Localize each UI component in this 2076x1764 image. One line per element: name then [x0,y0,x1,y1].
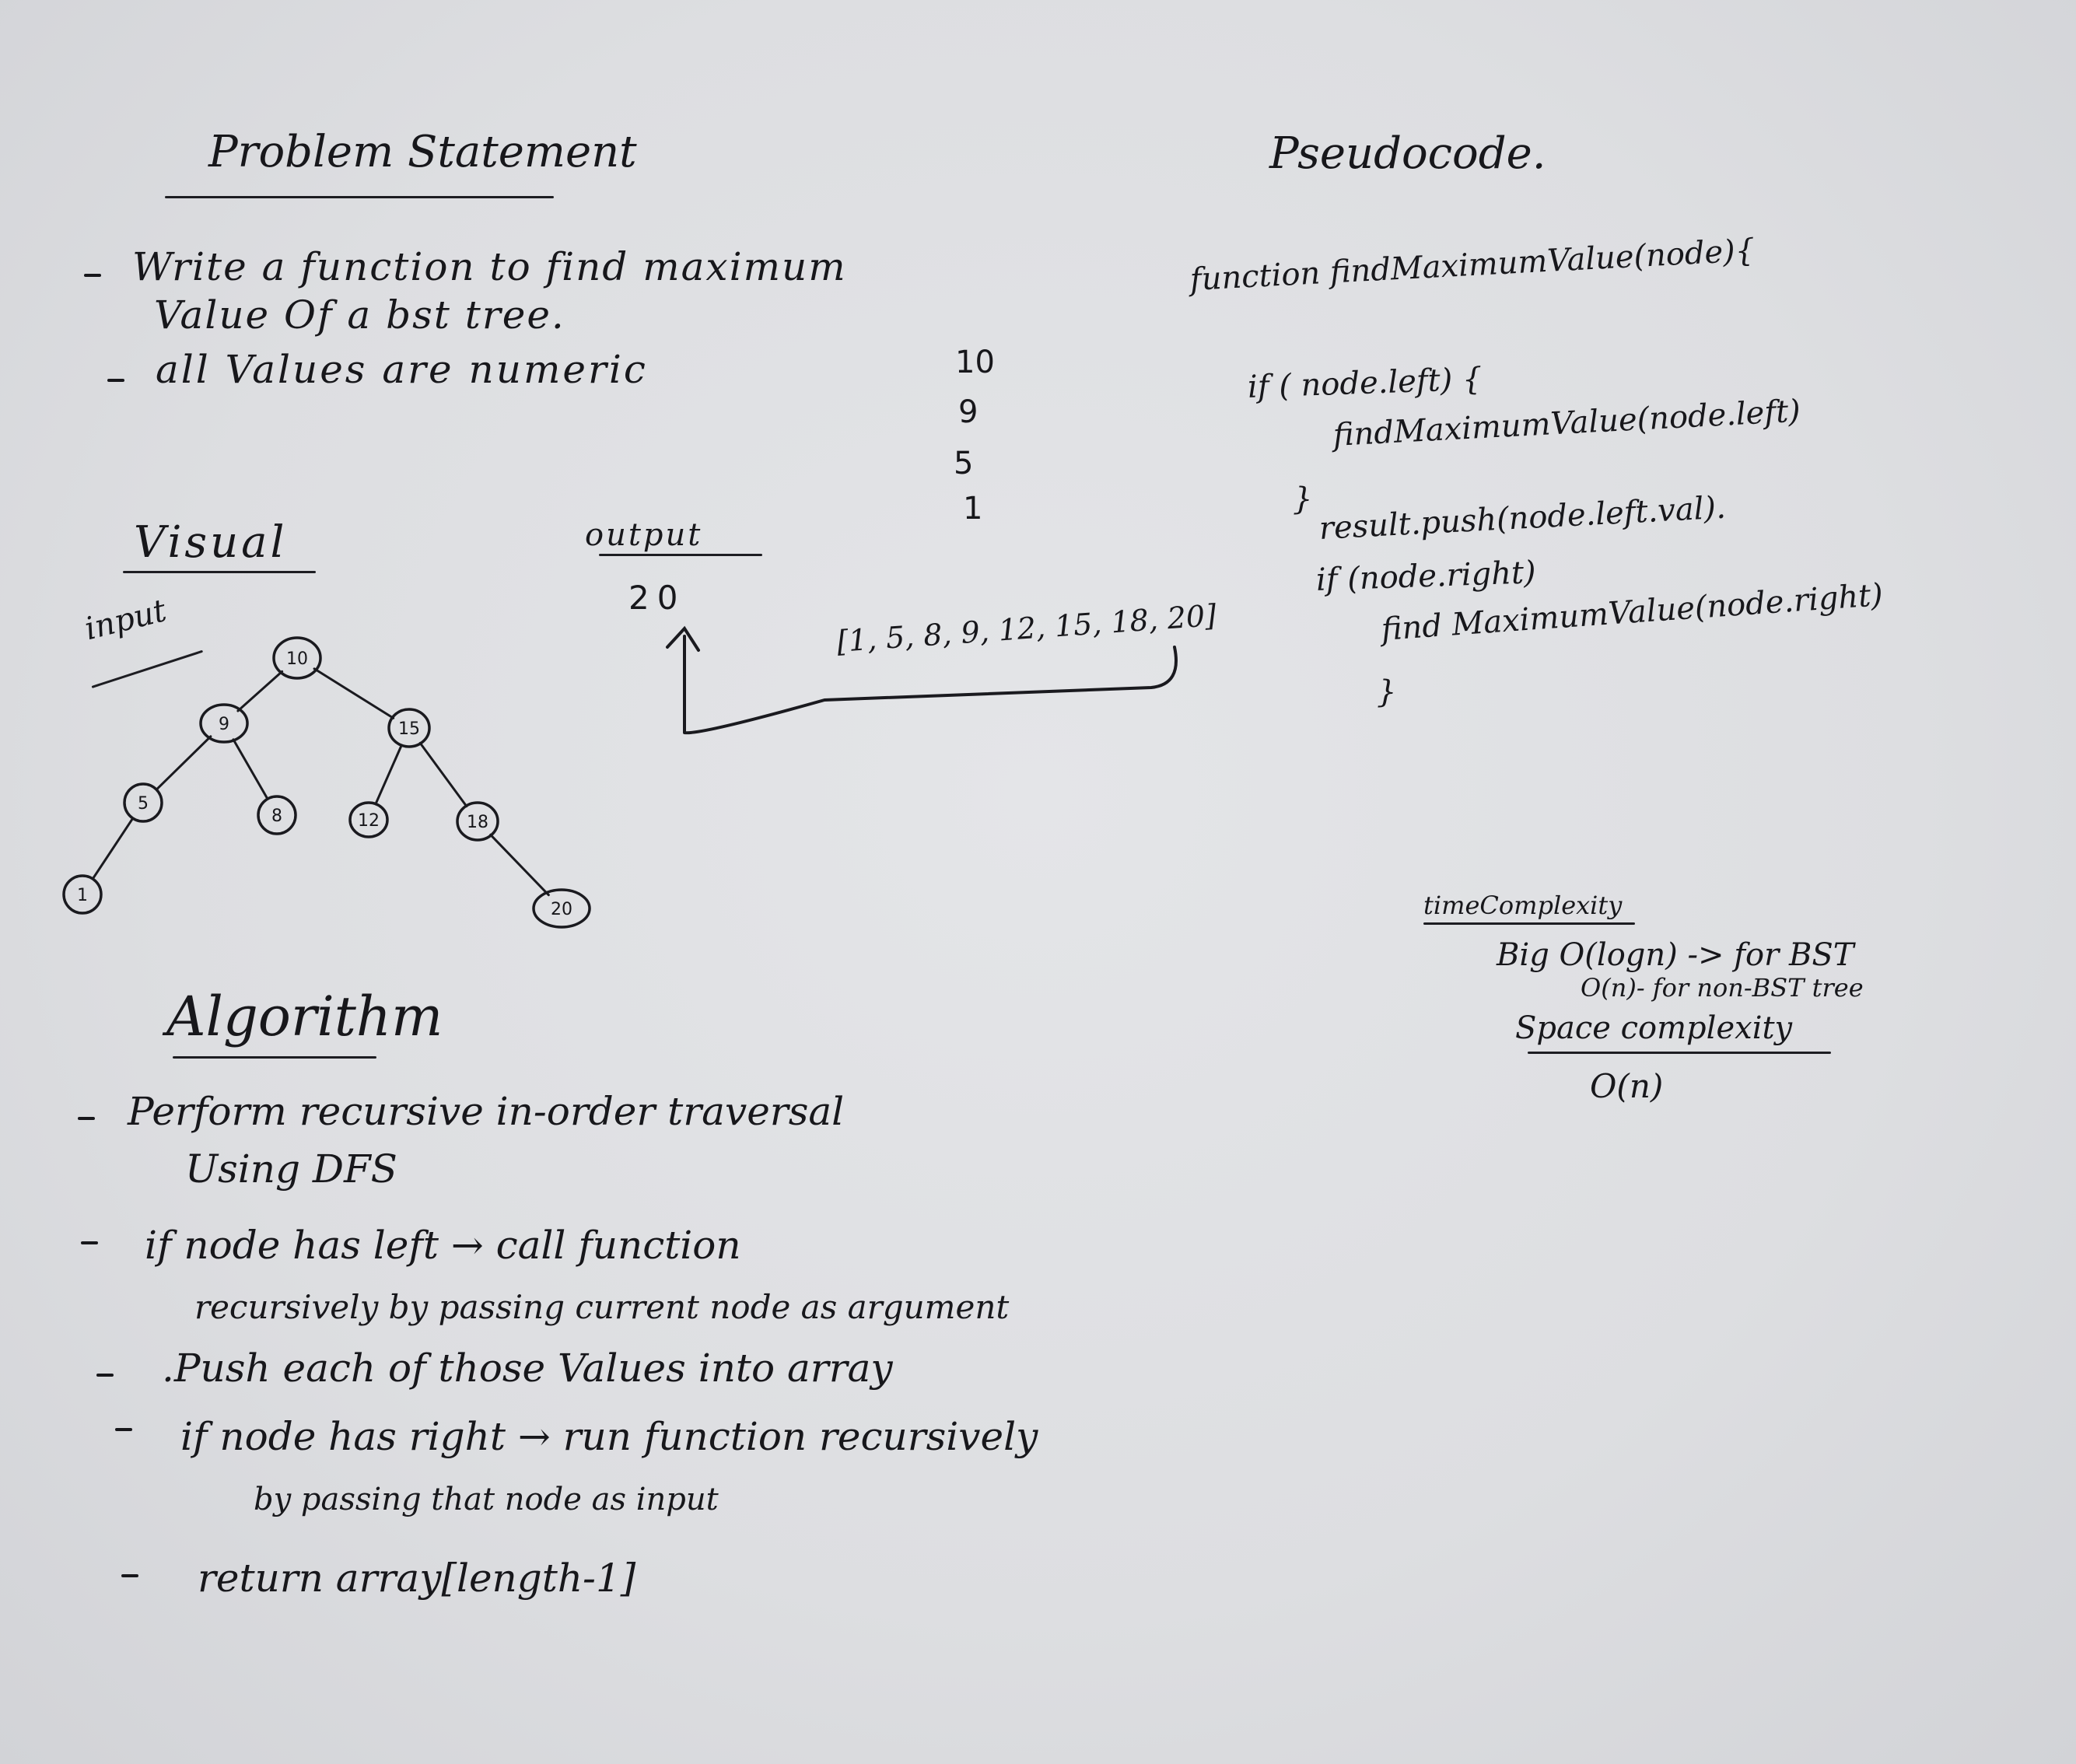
tree-node-12: 12 [348,801,389,838]
time-complexity-underline [1423,922,1635,925]
bullet [121,1574,138,1577]
tree-node-9: 9 [199,703,249,744]
algorithm-step-5: return array[length-1] [198,1556,636,1601]
tree-node-circle [257,795,297,835]
algorithm-step-4b: by passing that node as input [254,1482,719,1517]
tree-edge [489,833,550,897]
tree-edge [232,738,269,800]
tree-node-8: 8 [257,795,297,835]
bullet [84,274,101,277]
output-label-underline [599,554,762,556]
output-value: 20 [628,579,686,617]
tree-node-label: 5 [138,794,149,814]
tree-node-5: 5 [123,782,163,823]
algorithm-step-1a: Perform recursive in-order traversal [128,1089,845,1134]
tree-node-circle [348,801,389,838]
time-complexity-line-1: Big O(logn) -> for BST [1497,937,1854,973]
problem-line-1: Write a function to find maximum [132,244,847,289]
bullet [81,1241,98,1244]
visual-heading: Visual [134,517,288,568]
tree-node-10: 10 [272,636,322,680]
algorithm-step-3: .Push each of those Values into array [162,1346,893,1391]
tree-node-circle [532,888,591,929]
problem-heading-underline [165,196,554,198]
space-complexity-value: O(n) [1590,1067,1664,1105]
algorithm-step-2b: recursively by passing current node as a… [194,1288,1010,1326]
bullet [78,1117,95,1120]
problem-line-3: all Values are numeric [156,347,648,392]
stack-value-2: 9 [958,394,978,430]
stack-value-1: 10 [955,345,995,380]
tree-node-circle [123,782,163,823]
tree-node-label: 9 [219,715,229,734]
stack-value-4: 1 [963,491,983,527]
tree-node-label: 10 [286,649,308,669]
bullet [115,1428,132,1431]
tree-node-label: 18 [467,813,488,832]
tree-node-circle [62,874,103,915]
tree-node-circle [272,636,322,680]
tree-nodes: 10 9 15 5 8 12 18 1 20 [62,636,591,929]
tree-edge [418,741,468,808]
visual-heading-underline [123,571,316,573]
tree-node-1: 1 [62,874,103,915]
pseudocode-line-8: } [1377,674,1397,710]
bullet [107,379,124,382]
tree-node-circle [456,801,499,842]
pseudocode-heading: Pseudocode. [1269,128,1546,179]
tree-node-20: 20 [532,888,591,929]
tree-edges [91,667,550,897]
tree-node-label: 15 [398,719,420,739]
problem-heading: Problem Statement [208,127,637,177]
tree-edge [91,817,135,880]
tree-node-circle [199,703,249,744]
tree-node-circle [387,708,431,748]
algorithm-heading: Algorithm [166,985,443,1048]
tree-edge [236,670,284,712]
algorithm-step-2a: if node has left → call function [145,1223,741,1268]
algorithm-heading-underline [173,1056,376,1059]
tree-node-label: 20 [551,900,572,919]
tree-node-label: 1 [77,886,88,905]
tree-node-label: 8 [271,807,282,826]
algorithm-step-4a: if node has right → run function recursi… [180,1414,1038,1459]
space-complexity-heading: Space complexity [1515,1010,1793,1046]
problem-line-2: Value Of a bst tree. [154,292,565,338]
output-label: output [585,517,703,553]
time-complexity-heading: timeComplexity [1423,891,1623,920]
result-arrow [683,635,1178,735]
tree-edge [155,735,212,791]
tree-edge [374,744,403,806]
pseudocode-line-4: } [1293,481,1313,517]
algorithm-step-1b: Using DFS [185,1146,397,1192]
tree-edge [313,667,395,719]
tree-node-label: 12 [358,811,380,831]
tree-node-18: 18 [456,801,499,842]
tree-node-15: 15 [387,708,431,748]
result-arrow-head [666,625,700,652]
space-complexity-underline [1528,1052,1831,1054]
time-complexity-line-2: O(n)- for non-BST tree [1581,973,1864,1003]
bullet [96,1374,114,1377]
stack-value-3: 5 [954,446,974,481]
